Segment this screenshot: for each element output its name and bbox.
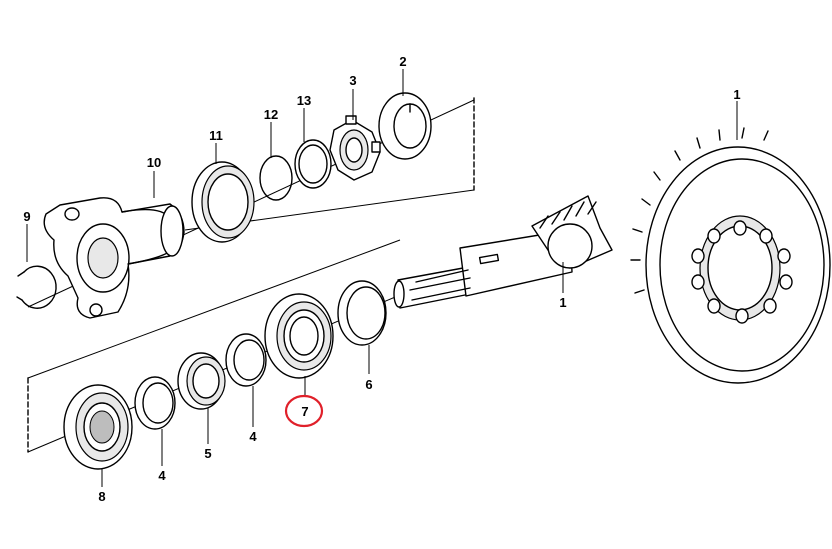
pinion-shaft-1 (393, 195, 613, 309)
callout-leaders (26, 69, 738, 487)
flange-yoke-10 (43, 197, 185, 319)
washer-13 (294, 139, 332, 189)
callout-9: 9 (23, 209, 30, 224)
callout-10: 10 (147, 155, 161, 170)
highlight-circle-part-7 (284, 394, 324, 428)
callout-2: 2 (399, 54, 406, 69)
lock-washer-2 (378, 92, 432, 160)
seal-11 (191, 161, 255, 243)
spacer-5 (177, 352, 226, 410)
callout-12: 12 (264, 107, 278, 122)
callout-6: 6 (365, 377, 372, 392)
shim-6 (337, 280, 387, 346)
o-ring-12 (259, 155, 293, 201)
callout-13: 13 (297, 93, 311, 108)
tapered-bearing-7 (264, 293, 334, 379)
callout-3: 3 (349, 73, 356, 88)
callout-1-pinion-shaft: 1 (559, 295, 566, 310)
circlip-9 (16, 265, 57, 309)
ring-gear-bolt-holes (691, 220, 793, 324)
callout-7: 7 (301, 404, 308, 419)
roller-bearing-8 (63, 384, 133, 470)
ring-gear-1 (630, 127, 831, 384)
callout-5: 5 (204, 446, 211, 461)
callout-4-upper: 4 (249, 429, 257, 444)
slotted-nut-3 (329, 115, 381, 181)
callout-1-ring-gear: 1 (733, 87, 740, 102)
callout-11: 11 (209, 128, 223, 143)
callout-4-lower: 4 (158, 468, 166, 483)
washer-4-upper (225, 333, 267, 387)
callout-8: 8 (98, 489, 105, 504)
washer-4-lower (134, 376, 176, 430)
